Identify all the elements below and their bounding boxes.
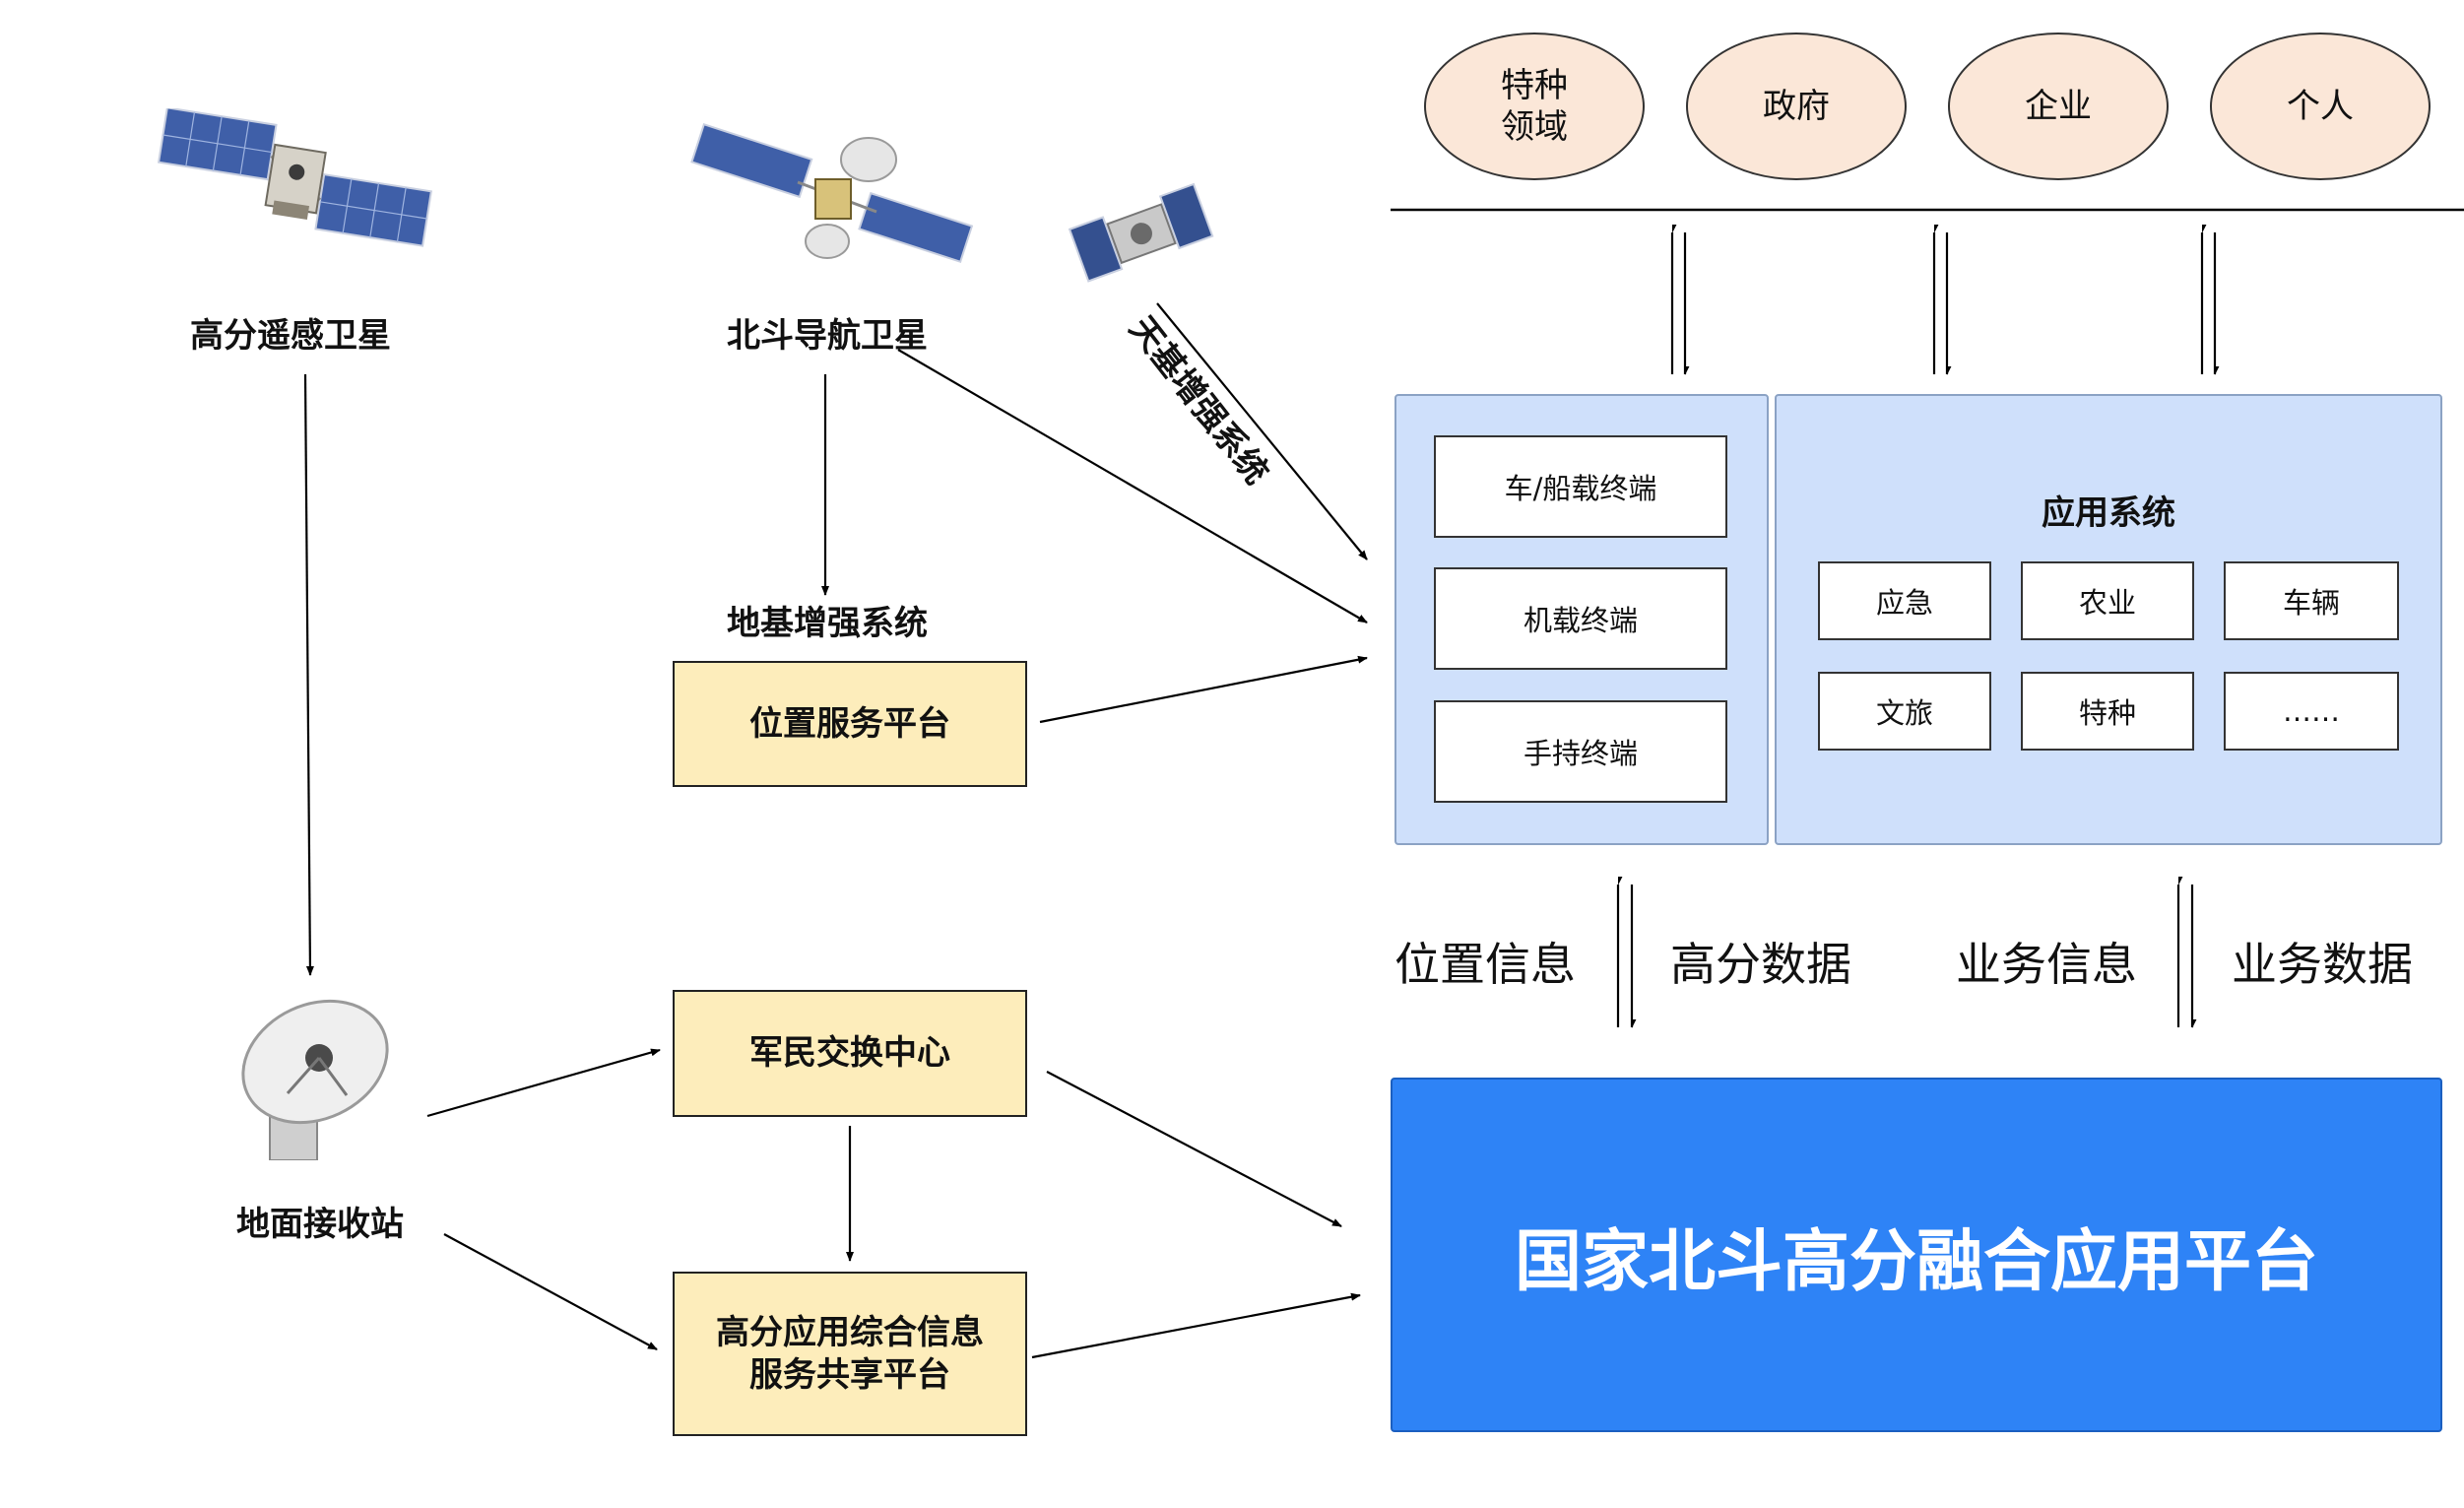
arrow-beidou-to-terminals [897,349,1368,623]
app-item-more: …… [2224,672,2399,751]
terminal-label: 车/船载终端 [1504,472,1657,505]
flow-label-gaofen-data: 高分数据 [1670,938,1851,991]
arrow-station-to-gaofen [443,1233,658,1350]
gaofen-info-sharing-platform: 高分应用综合信息 服务共享平台 [673,1272,1027,1436]
user-oval-label: 个人 [2287,86,2354,126]
terminal-label: 手持终端 [1523,737,1638,770]
user-oval-label: 企业 [2025,86,2092,126]
app-item-agriculture: 农业 [2021,561,2194,640]
app-item-label: 文旅 [1875,696,1933,730]
location-service-platform-label: 位置服务平台 [749,703,950,744]
ground-station-label: 地面接收站 [236,1205,404,1244]
user-oval-individual: 个人 [2210,33,2431,180]
beidou-satellite-label: 北斗导航卫星 [727,316,928,356]
flow-label-business-info: 业务信息 [1956,938,2137,991]
national-beidou-gaofen-platform: 国家北斗高分融合应用平台 [1391,1078,2442,1432]
app-item-label: 特种 [2078,696,2136,730]
arrow-exchange-to-platform [1046,1071,1342,1227]
arrow-location-to-terminals [1039,655,1368,724]
location-service-platform: 位置服务平台 [673,661,1027,787]
application-system-title: 应用系统 [2042,493,2175,533]
terminal-handheld: 手持终端 [1434,700,1727,803]
arrow-space-aug-to-terminals [1156,302,1368,560]
user-oval-line1: 特种 [1501,65,1568,105]
user-oval-government: 政府 [1686,33,1907,180]
arrow-remote-to-station [303,373,314,976]
civil-military-exchange-center: 军民交换中心 [673,990,1027,1117]
terminal-label: 机载终端 [1523,604,1638,637]
flow-label-location-info: 位置信息 [1394,938,1576,991]
app-item-emergency: 应急 [1818,561,1991,640]
app-item-vehicle: 车辆 [2224,561,2399,640]
ground-augmentation-label: 地基增强系统 [727,604,928,643]
arrow-station-to-exchange [426,1048,661,1118]
app-item-special: 特种 [2021,672,2194,751]
user-oval-special-domain: 特种 领域 [1424,33,1645,180]
civil-military-exchange-label: 军民交换中心 [749,1033,950,1074]
user-oval-label: 政府 [1763,86,1830,126]
app-item-label: 车辆 [2282,586,2340,620]
user-oval-enterprise: 企业 [1948,33,2169,180]
terminal-airborne: 机载终端 [1434,567,1727,670]
gaofen-info-line1: 高分应用综合信息 [716,1313,984,1352]
app-item-label: 农业 [2078,586,2136,620]
space-augmentation-satellite-icon [1069,182,1214,283]
arrow-gaofen-to-platform [1031,1292,1361,1359]
main-platform-title: 国家北斗高分融合应用平台 [1514,1222,2318,1301]
user-oval-line2: 领域 [1501,107,1568,147]
gaofen-info-line2: 服务共享平台 [749,1354,950,1395]
app-item-culture-tourism: 文旅 [1818,672,1991,751]
beidou-satellite-icon [690,123,974,263]
app-item-label: 应急 [1875,586,1933,620]
ground-station-dish-icon [241,999,389,1160]
app-item-label: …… [2283,694,2340,728]
remote-sensing-satellite-icon [157,108,433,247]
terminal-vehicle-ship: 车/船载终端 [1434,435,1727,538]
remote-sensing-satellite-label: 高分遥感卫星 [190,316,391,356]
flow-label-business-data: 业务数据 [2232,938,2413,991]
